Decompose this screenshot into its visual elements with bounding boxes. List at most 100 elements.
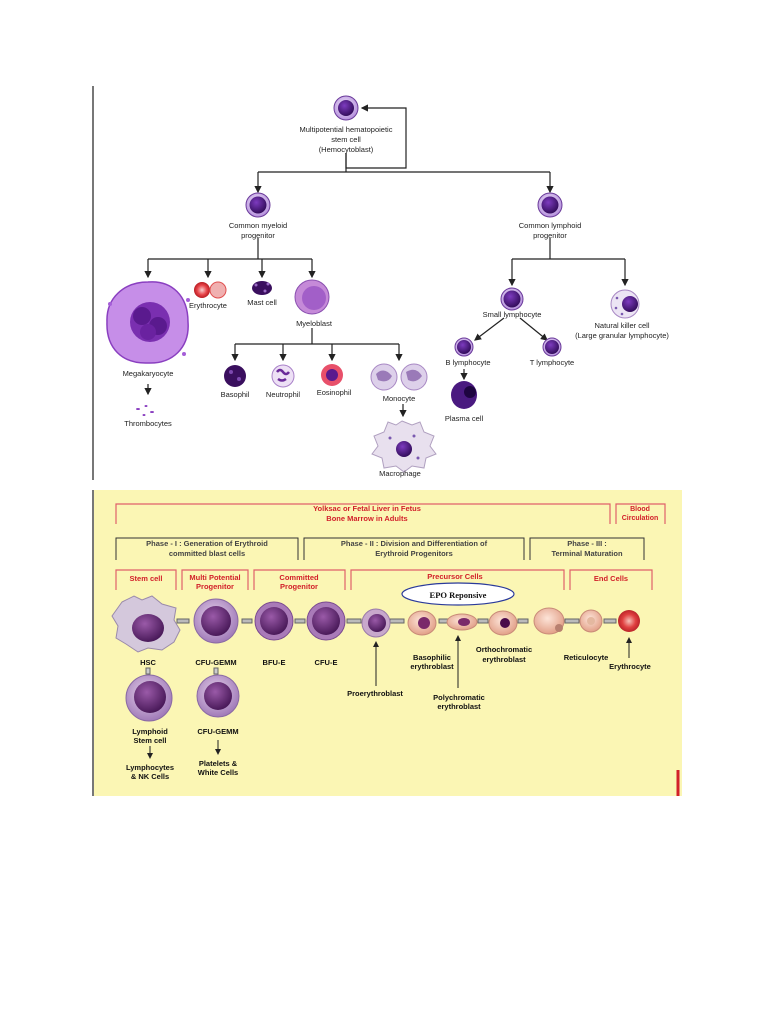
erythrocyte-label: Erythrocyte bbox=[609, 662, 651, 671]
polychromatic-label-1: Polychromatic bbox=[433, 693, 485, 702]
lymphocytes-label-2: & NK Cells bbox=[131, 772, 169, 781]
myeloblast-cell bbox=[294, 279, 330, 315]
cat-multi-label-1: Multi Potential bbox=[189, 573, 240, 582]
reticulocyte-cell bbox=[579, 609, 603, 633]
thrombocytes-fragments bbox=[136, 405, 154, 416]
nk-label-1: Natural killer cell bbox=[594, 321, 649, 330]
erythrocyte-cell bbox=[618, 610, 640, 632]
erythrocyte-cells bbox=[194, 281, 227, 299]
platelets-label-1: Platelets & bbox=[199, 759, 238, 768]
progression-arrows bbox=[176, 618, 617, 624]
panel-background bbox=[92, 490, 682, 796]
category-brackets bbox=[115, 569, 653, 590]
eosinophil-cell bbox=[321, 364, 343, 386]
b-lymphocyte-cell bbox=[454, 337, 474, 357]
cfu-gemm-label: CFU-GEMM bbox=[195, 658, 236, 667]
site-bracket bbox=[115, 503, 666, 524]
myeloblast-label: Myeloblast bbox=[296, 319, 333, 328]
natural-killer-cell bbox=[610, 289, 640, 319]
mast-cell bbox=[252, 281, 272, 295]
hsc-label: HSC bbox=[140, 658, 156, 667]
lymphoid-stem-label-1: Lymphoid bbox=[132, 727, 168, 736]
phase-brackets bbox=[115, 537, 645, 560]
stem-cell-label-3: (Hemocytoblast) bbox=[319, 145, 374, 154]
phase1-label-1: Phase - I : Generation of Erythroid bbox=[146, 539, 268, 548]
stem-cell-label-1: Multipotential hematopoietic bbox=[300, 125, 393, 134]
reticulocyte-label: Reticulocyte bbox=[564, 653, 609, 662]
platelets-label-2: White Cells bbox=[198, 768, 238, 777]
bfu-e-label: BFU-E bbox=[263, 658, 286, 667]
lymphoid-label-2: progenitor bbox=[533, 231, 567, 240]
macrophage-label: Macrophage bbox=[379, 469, 421, 478]
lymphoid-label-1: Common lymphoid bbox=[519, 221, 582, 230]
hematopoiesis-diagram: Multipotential hematopoietic stem cell (… bbox=[92, 86, 669, 480]
megakaryocyte-cell bbox=[106, 281, 190, 364]
t-lymphocyte-label: T lymphocyte bbox=[530, 358, 574, 367]
cat-end-label: End Cells bbox=[594, 574, 628, 583]
down-arrows bbox=[145, 667, 219, 675]
phase2-label-2: Erythroid Progenitors bbox=[375, 549, 453, 558]
nk-label-2: (Large granular lymphocyte) bbox=[575, 331, 669, 340]
tree-connectors bbox=[144, 104, 629, 418]
hsc-cell bbox=[111, 595, 181, 653]
myeloid-label-2: progenitor bbox=[241, 231, 275, 240]
erythrocyte-label: Erythrocyte bbox=[189, 301, 227, 310]
blood-label-1: Blood bbox=[630, 506, 650, 513]
thrombocytes-label: Thrombocytes bbox=[124, 419, 172, 428]
polychromatic-label-2: erythroblast bbox=[437, 702, 481, 711]
myeloid-progenitor-cell bbox=[245, 192, 271, 218]
bfu-e-cell bbox=[254, 601, 294, 641]
blood-label-2: Circulation bbox=[622, 515, 659, 522]
cat-multi-label-2: Progenitor bbox=[196, 582, 234, 591]
phase3-label-2: Terminal Maturation bbox=[551, 549, 623, 558]
basophilic-erythroblast-cell bbox=[407, 610, 437, 636]
lymphoid-stem-cell bbox=[125, 674, 173, 722]
cfu-e-label: CFU-E bbox=[315, 658, 338, 667]
mast-cell-label: Mast cell bbox=[247, 298, 277, 307]
proerythroblast-label: Proerythroblast bbox=[347, 689, 403, 698]
lymphoid-progenitor-cell bbox=[537, 192, 563, 218]
epo-oval bbox=[401, 582, 515, 606]
orthochromatic-erythroblast-cell bbox=[488, 610, 518, 636]
monocyte-cells bbox=[370, 363, 428, 391]
myeloid-label-1: Common myeloid bbox=[229, 221, 287, 230]
proerythroblast-cell bbox=[361, 608, 391, 638]
cfu-gemm2-label: CFU-GEMM bbox=[197, 727, 238, 736]
lymphoid-stem-label-2: Stem cell bbox=[134, 736, 167, 745]
stem-cell-label-2: stem cell bbox=[331, 135, 361, 144]
epo-label: EPO Reponsive bbox=[430, 590, 487, 600]
site-label-2: Bone Marrow in Adults bbox=[326, 514, 407, 523]
monocyte-label: Monocyte bbox=[383, 394, 416, 403]
macrophage-cell bbox=[371, 420, 437, 473]
cat-committed-label-1: Committed bbox=[279, 573, 319, 582]
lymphocytes-label-1: Lymphocytes bbox=[126, 763, 174, 772]
plasma-cell-label: Plasma cell bbox=[445, 414, 484, 423]
cat-committed-label-2: Progenitor bbox=[280, 582, 318, 591]
neutrophil-cell bbox=[271, 364, 295, 388]
cfu-e-cell bbox=[306, 601, 346, 641]
orthochromatic-label-2: erythroblast bbox=[482, 655, 526, 664]
basophil-cell bbox=[224, 365, 246, 387]
polychromatic-erythroblast-cell bbox=[446, 613, 478, 631]
orthochromatic-label-1: Orthochromatic bbox=[476, 645, 532, 654]
basophilic-label-2: erythroblast bbox=[410, 662, 454, 671]
phase3-label-1: Phase - III : bbox=[567, 539, 607, 548]
small-lymphocyte-label: Small lymphocyte bbox=[483, 310, 542, 319]
erythropoiesis-diagram: Yolksac or Fetal Liver in Fetus Bone Mar… bbox=[92, 490, 682, 796]
basophil-label: Basophil bbox=[221, 390, 250, 399]
eosinophil-label: Eosinophil bbox=[317, 388, 352, 397]
t-lymphocyte-cell bbox=[542, 337, 562, 357]
cat-stem-label: Stem cell bbox=[130, 574, 163, 583]
cfu-gemm-lower-cell bbox=[196, 674, 240, 718]
extruding-erythroblast-cell bbox=[533, 607, 565, 635]
cfu-gemm-cell bbox=[193, 598, 239, 644]
basophilic-label-1: Basophilic bbox=[413, 653, 451, 662]
plasma-cell bbox=[451, 381, 477, 409]
cat-precursor-label: Precursor Cells bbox=[427, 572, 482, 581]
phase2-label-1: Phase - II : Division and Differentiatio… bbox=[341, 539, 488, 548]
phase1-label-2: committed blast cells bbox=[169, 549, 245, 558]
small-lymphocyte-cell bbox=[500, 287, 524, 311]
megakaryocyte-label: Megakaryocyte bbox=[123, 369, 174, 378]
neutrophil-label: Neutrophil bbox=[266, 390, 301, 399]
site-label-1: Yolksac or Fetal Liver in Fetus bbox=[313, 504, 421, 513]
